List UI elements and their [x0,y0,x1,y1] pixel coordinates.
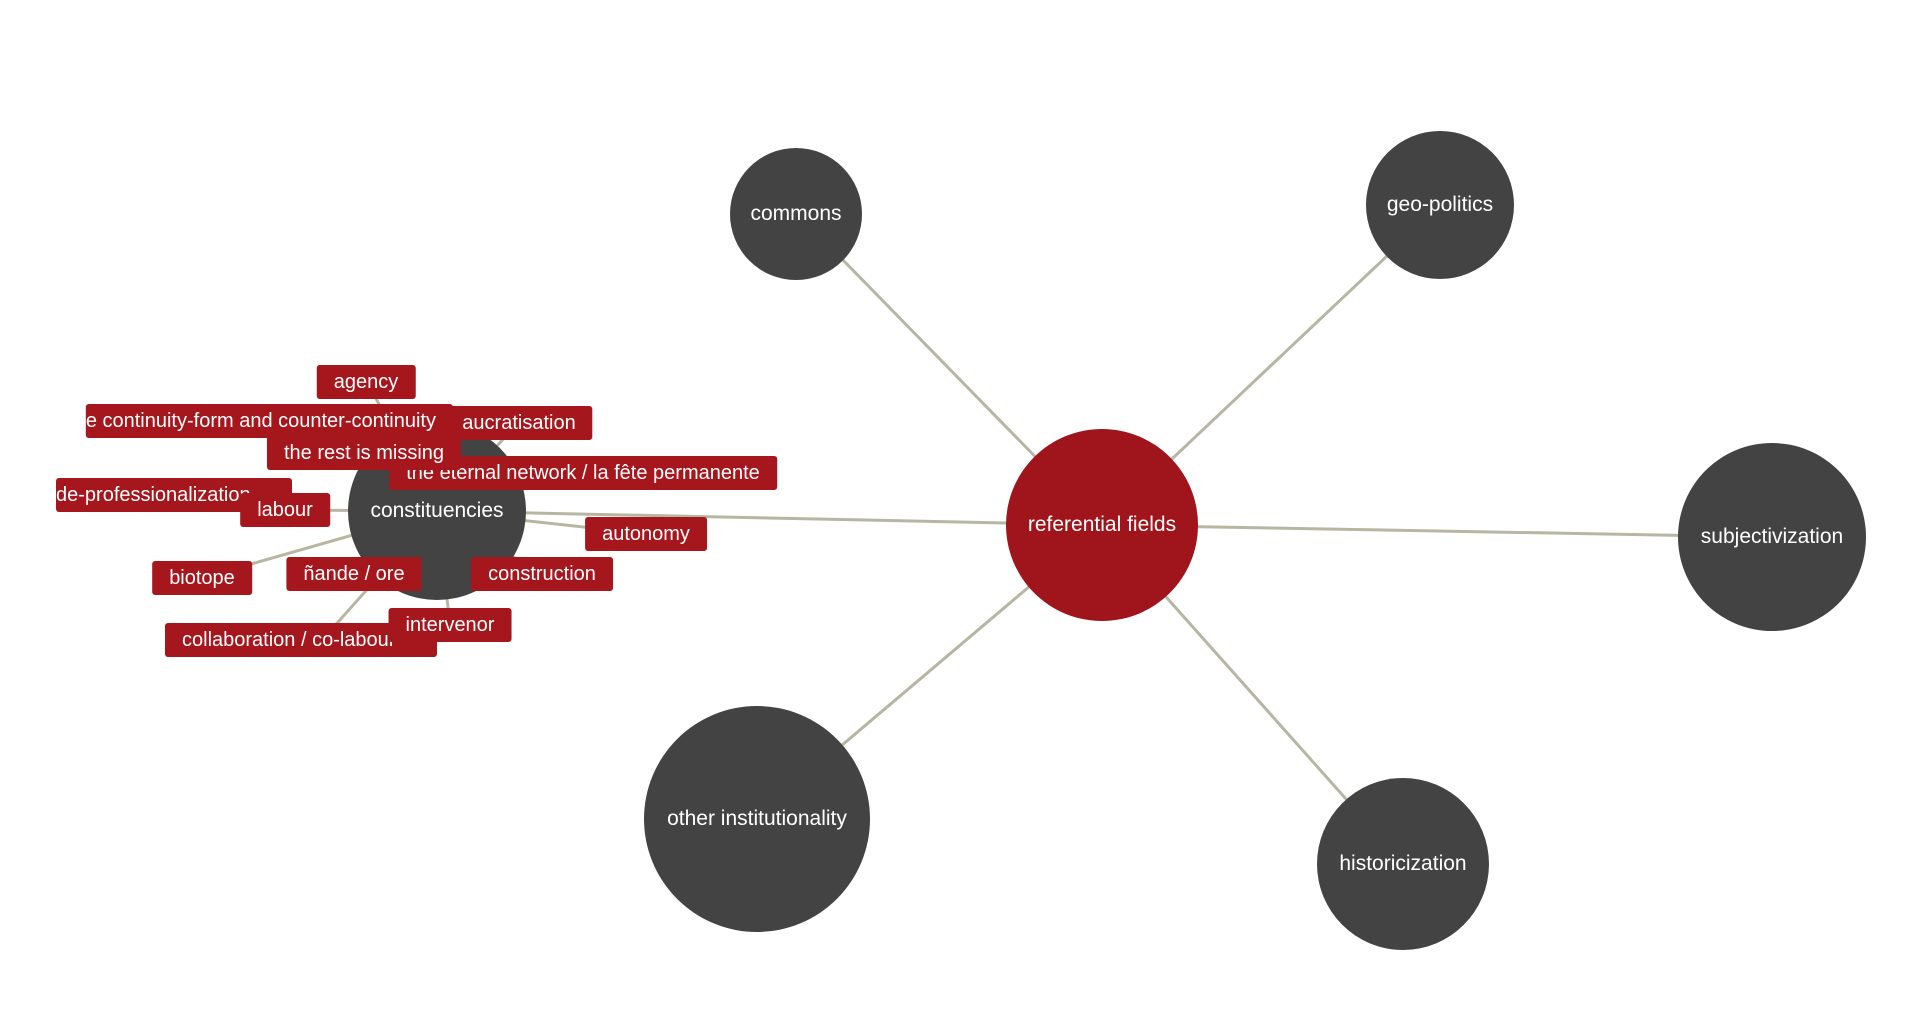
tag-eternal-network[interactable]: the eternal network / la fête permanente [389,456,777,490]
node-other-institutionality[interactable]: other institutionality [644,706,870,932]
tag-autonomy[interactable]: autonomy [585,517,707,551]
node-historicization[interactable]: historicization [1317,778,1489,950]
tag-labour[interactable]: labour [240,493,330,527]
tag-aucratisation[interactable]: aucratisation [445,406,593,440]
edge-hub-subjectivization [1101,523,1773,539]
node-other-institutionality-label: other institutionality [667,807,847,831]
edge-hub-constituencies [436,509,1103,527]
node-subjectivization-label: subjectivization [1700,525,1844,549]
node-commons-label: commons [750,202,842,226]
tag-agency[interactable]: agency [316,365,416,399]
node-geo-politics[interactable]: geo-politics [1366,131,1514,279]
node-subjectivization[interactable]: subjectivization [1678,443,1866,631]
node-historicization-label: historicization [1339,852,1467,876]
node-referential-fields[interactable]: referential fields [1006,429,1198,621]
tag-biotope[interactable]: biotope [152,561,252,595]
tag-intervenor[interactable]: intervenor [388,608,512,642]
tag-nande-ore[interactable]: ñande / ore [286,557,422,591]
node-commons[interactable]: commons [730,148,862,280]
tag-construction[interactable]: construction [471,557,613,591]
tag-the-rest-is-missing[interactable]: the rest is missing [266,436,462,470]
node-geo-politics-label: geo-politics [1386,193,1494,217]
node-referential-fields-label: referential fields [1027,513,1177,537]
node-constituencies-label: constituencies [370,499,504,523]
tag-continuity-form[interactable]: e continuity-form and counter-continuity [85,404,453,438]
